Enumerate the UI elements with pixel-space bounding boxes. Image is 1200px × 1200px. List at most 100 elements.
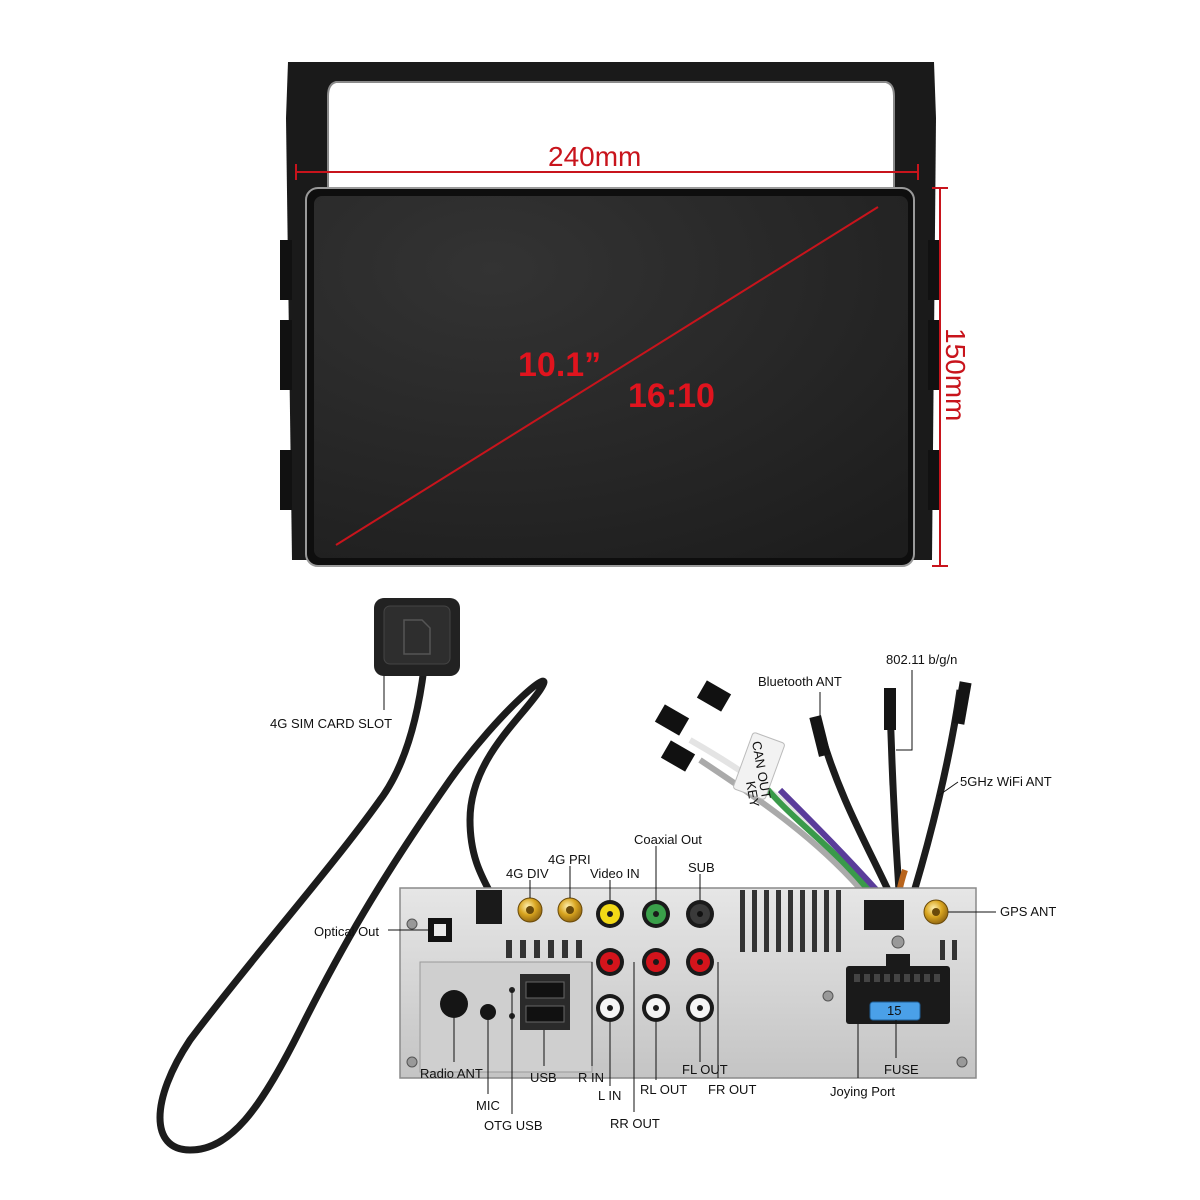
connector-plug-2 <box>660 740 696 772</box>
rca-l-in <box>596 994 624 1022</box>
side-clip-left <box>280 240 292 300</box>
wire-black-2 <box>886 699 904 906</box>
joying-port-latch <box>886 954 910 968</box>
side-clip-right <box>928 240 940 300</box>
fuse-body <box>869 1001 921 1021</box>
wifi5-antenna-tip <box>952 681 972 725</box>
vent-slot <box>740 890 745 952</box>
4g-div-connector-pin <box>526 906 534 914</box>
4g-pri-label: 4G PRI <box>548 852 591 867</box>
vent-slot <box>940 940 945 960</box>
connector-plug-1 <box>654 704 690 736</box>
diagonal-line <box>335 206 879 546</box>
optical-out-port-inner <box>434 924 446 936</box>
height-dimension: 150mm <box>932 187 971 567</box>
wifi-label: 802.11 b/g/n <box>886 652 957 667</box>
rca-sub <box>686 900 714 928</box>
vent-slot <box>788 890 793 952</box>
port-pin <box>874 974 880 982</box>
vent-slot <box>836 890 841 952</box>
gps-antenna-connector-pin <box>932 908 940 916</box>
rca-fr-out-pin <box>697 959 703 965</box>
screw <box>406 918 418 930</box>
screen <box>314 196 908 558</box>
rear-chassis: 15 <box>399 887 977 1079</box>
rca-rr-out-pin <box>653 959 659 965</box>
vent-slot <box>812 890 817 952</box>
width-dimension: 240mm <box>295 141 919 180</box>
sub-label: SUB <box>688 860 715 875</box>
rca-l-in-pin <box>607 1005 613 1011</box>
4g-div-label: 4G DIV <box>506 866 549 881</box>
bluetooth-antenna-label: Bluetooth ANT <box>758 674 842 689</box>
side-clip-left-3 <box>280 450 292 510</box>
height-label: 150mm <box>940 328 971 421</box>
rl-out-label: RL OUT <box>640 1082 687 1097</box>
wifi5-leader <box>937 781 959 797</box>
side-clip-right-3 <box>928 450 940 510</box>
wire-gray-1 <box>698 757 873 902</box>
joying-port-label: Joying Port <box>830 1084 895 1099</box>
usb-port-standard <box>525 1005 565 1023</box>
screw <box>956 1056 968 1068</box>
usb-port-otg <box>525 981 565 999</box>
sim-card-slot-label: 4G SIM CARD SLOT <box>270 716 392 731</box>
rr-out-label: RR OUT <box>610 1116 660 1131</box>
rca-r-in-pin <box>607 959 613 965</box>
port-pin <box>924 974 930 982</box>
radio-antenna-socket <box>440 990 468 1018</box>
video-in-label: Video IN <box>590 866 640 881</box>
vent-slot <box>562 940 568 958</box>
port-pin <box>884 974 890 982</box>
fr-out-label: FR OUT <box>708 1082 756 1097</box>
rca-video-in-pin <box>607 911 613 917</box>
gps-ant-label: GPS ANT <box>1000 904 1056 919</box>
vent-slot <box>520 940 526 958</box>
rca-sub-pin <box>697 911 703 917</box>
rca-r-in <box>596 948 624 976</box>
connector-plug-3 <box>696 680 732 712</box>
screw <box>406 1056 418 1068</box>
rca-video-in <box>596 900 624 928</box>
4g-pri-connector-pin <box>566 906 574 914</box>
sim-connector-socket <box>476 890 502 924</box>
r-in-label: R IN <box>578 1070 604 1085</box>
side-clip-right-2 <box>928 320 940 390</box>
vent-slot <box>534 940 540 958</box>
vent-slot <box>776 890 781 952</box>
screw <box>822 990 834 1002</box>
mic-jack <box>480 1004 496 1020</box>
rca-fl-out-pin <box>697 1005 703 1011</box>
port-label-texts: Optical Out 4G DIV 4G PRI Video IN Coaxi… <box>314 832 1056 1133</box>
rca-coaxial-out <box>642 900 670 928</box>
mic-label: MIC <box>476 1098 500 1113</box>
head-unit-front: 10.1” 16:10 <box>280 62 940 567</box>
port-pin <box>914 974 920 982</box>
can-out-tag <box>733 732 785 800</box>
fuse-value-label: 15 <box>887 1003 901 1018</box>
fuse-label: FUSE <box>884 1062 919 1077</box>
vent-slot <box>764 890 769 952</box>
rca-rl-out <box>642 994 670 1022</box>
vent-slot <box>752 890 757 952</box>
coaxial-out-label: Coaxial Out <box>634 832 702 847</box>
sim-card-cable: 4G SIM CARD SLOT <box>156 598 548 1154</box>
aspect-label: 16:10 <box>628 377 715 415</box>
sim-card-slot-face <box>383 605 451 665</box>
optical-out-label: Optical Out <box>314 924 379 939</box>
vent-slot <box>506 940 512 958</box>
sim-card-icon <box>403 619 431 655</box>
usb-label: USB <box>530 1070 557 1085</box>
antenna-bundle-entry <box>864 900 904 930</box>
wire-green <box>757 778 883 907</box>
port-pin <box>864 974 870 982</box>
port-labels <box>388 846 996 1114</box>
width-label: 240mm <box>548 141 641 172</box>
wire-black-3 <box>906 689 964 907</box>
wifi-antenna-tip <box>884 688 896 730</box>
wifi-leader <box>896 670 913 751</box>
screw <box>891 935 905 949</box>
port-pin <box>854 974 860 982</box>
